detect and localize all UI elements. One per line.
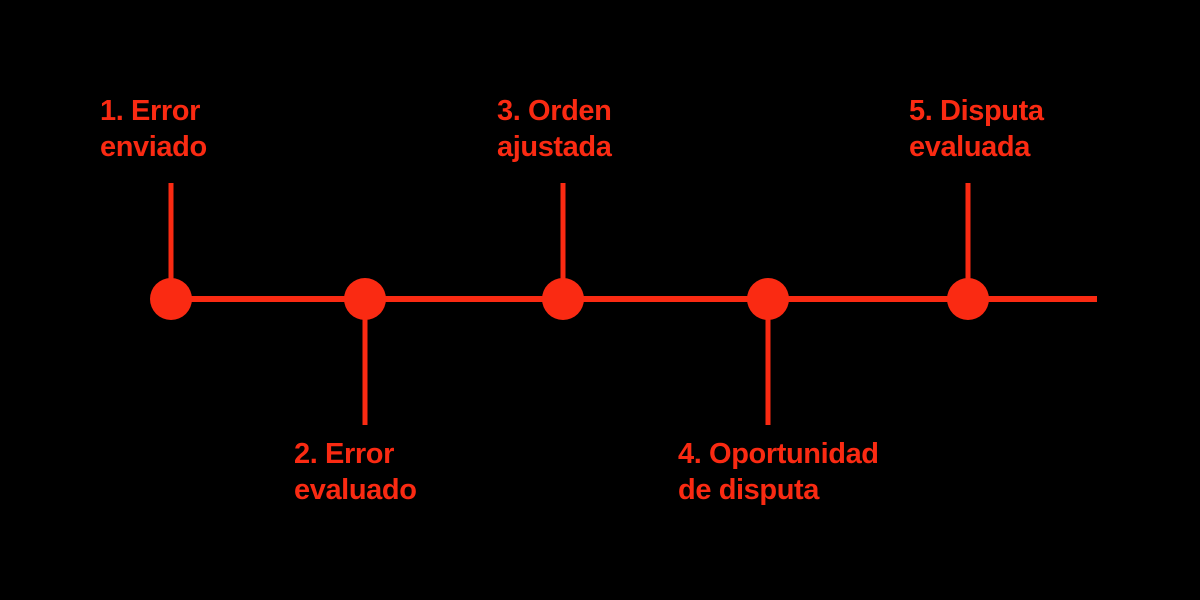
timeline-label-step-5: 5. Disputa evaluada xyxy=(909,93,1044,165)
connector-stem-step-4 xyxy=(765,299,771,425)
timeline-label-step-4: 4. Oportunidad de disputa xyxy=(678,436,879,508)
timeline-label-step-3: 3. Orden ajustada xyxy=(497,93,612,165)
timeline-label-step-5-line-2: evaluada xyxy=(909,131,1030,163)
timeline-node-step-1[interactable] xyxy=(150,278,192,320)
connector-stem-step-2 xyxy=(362,299,368,425)
timeline-label-step-5-line-1: 5. Disputa xyxy=(909,95,1044,127)
timeline-label-step-4-line-1: 4. Oportunidad xyxy=(678,438,879,470)
timeline-label-step-2-line-2: evaluado xyxy=(294,474,417,506)
timeline-label-step-3-line-1: 3. Orden xyxy=(497,95,612,127)
timeline-node-step-2[interactable] xyxy=(344,278,386,320)
timeline-label-step-4-line-2: de disputa xyxy=(678,474,820,506)
timeline-label-step-1: 1. Error enviado xyxy=(100,93,207,165)
timeline-label-step-3-line-2: ajustada xyxy=(497,131,612,163)
timeline-node-step-3[interactable] xyxy=(542,278,584,320)
connector-stem-step-1 xyxy=(168,183,174,299)
timeline-label-step-2-line-1: 2. Error xyxy=(294,438,394,470)
timeline-label-step-1-line-2: enviado xyxy=(100,131,207,163)
timeline-label-step-2: 2. Error evaluado xyxy=(294,436,417,508)
timeline-axis-line xyxy=(171,296,1097,302)
connector-stem-step-5 xyxy=(965,183,971,299)
timeline-label-step-1-line-1: 1. Error xyxy=(100,95,200,127)
connector-stem-step-3 xyxy=(560,183,566,299)
timeline-node-step-5[interactable] xyxy=(947,278,989,320)
timeline-node-step-4[interactable] xyxy=(747,278,789,320)
